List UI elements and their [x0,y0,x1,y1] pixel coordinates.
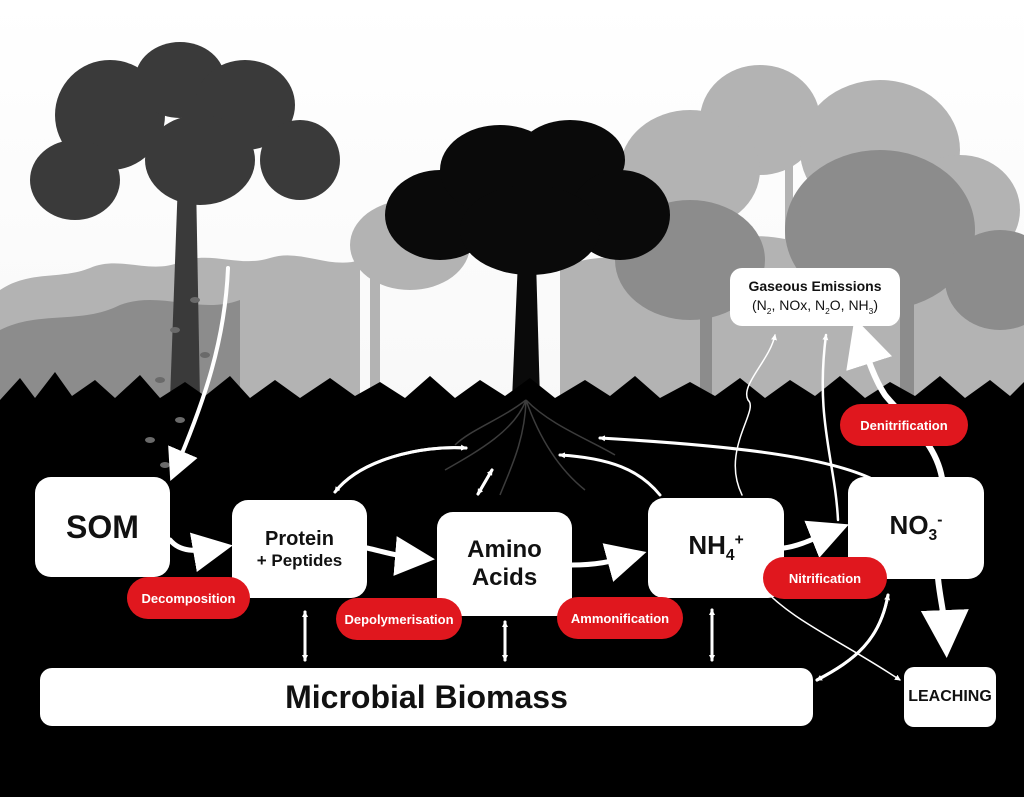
som-box: SOM [35,477,170,577]
microbial-biomass-label: Microbial Biomass [285,678,568,715]
amino-label: Amino [467,536,542,564]
som-label: SOM [66,508,139,545]
microbial-biomass-box: Microbial Biomass [40,668,813,726]
gaseous-emissions-formula: (N2, NOx, N2O, NH3) [751,296,879,316]
roots [444,399,616,496]
central-tree [385,120,670,400]
leaching-label: LEACHING [908,687,992,705]
nitrification-pill: Nitrification [763,557,887,599]
leaching-box: LEACHING [904,667,996,727]
depolymerisation-pill: Depolymerisation [336,598,462,640]
ammonification-pill: Ammonification [557,597,683,639]
denitrification-pill: Denitrification [840,404,968,446]
amino-acids-box: Amino Acids [437,512,572,616]
nh4-box: NH4+ [648,498,784,598]
protein-label: Protein [265,527,334,550]
decomposition-pill: Decomposition [127,577,250,619]
protein-peptides-box: Protein + Peptides [232,500,367,598]
gaseous-emissions-title: Gaseous Emissions [748,277,882,294]
left-tree [30,42,340,400]
gaseous-emissions-box: Gaseous Emissions (N2, NOx, N2O, NH3) [730,268,900,326]
no3-label: NO3- [889,509,943,545]
peptides-label: + Peptides [256,550,343,570]
acids-label: Acids [471,564,538,591]
nh4-label: NH4+ [688,529,744,565]
falling-leaves [145,297,210,468]
